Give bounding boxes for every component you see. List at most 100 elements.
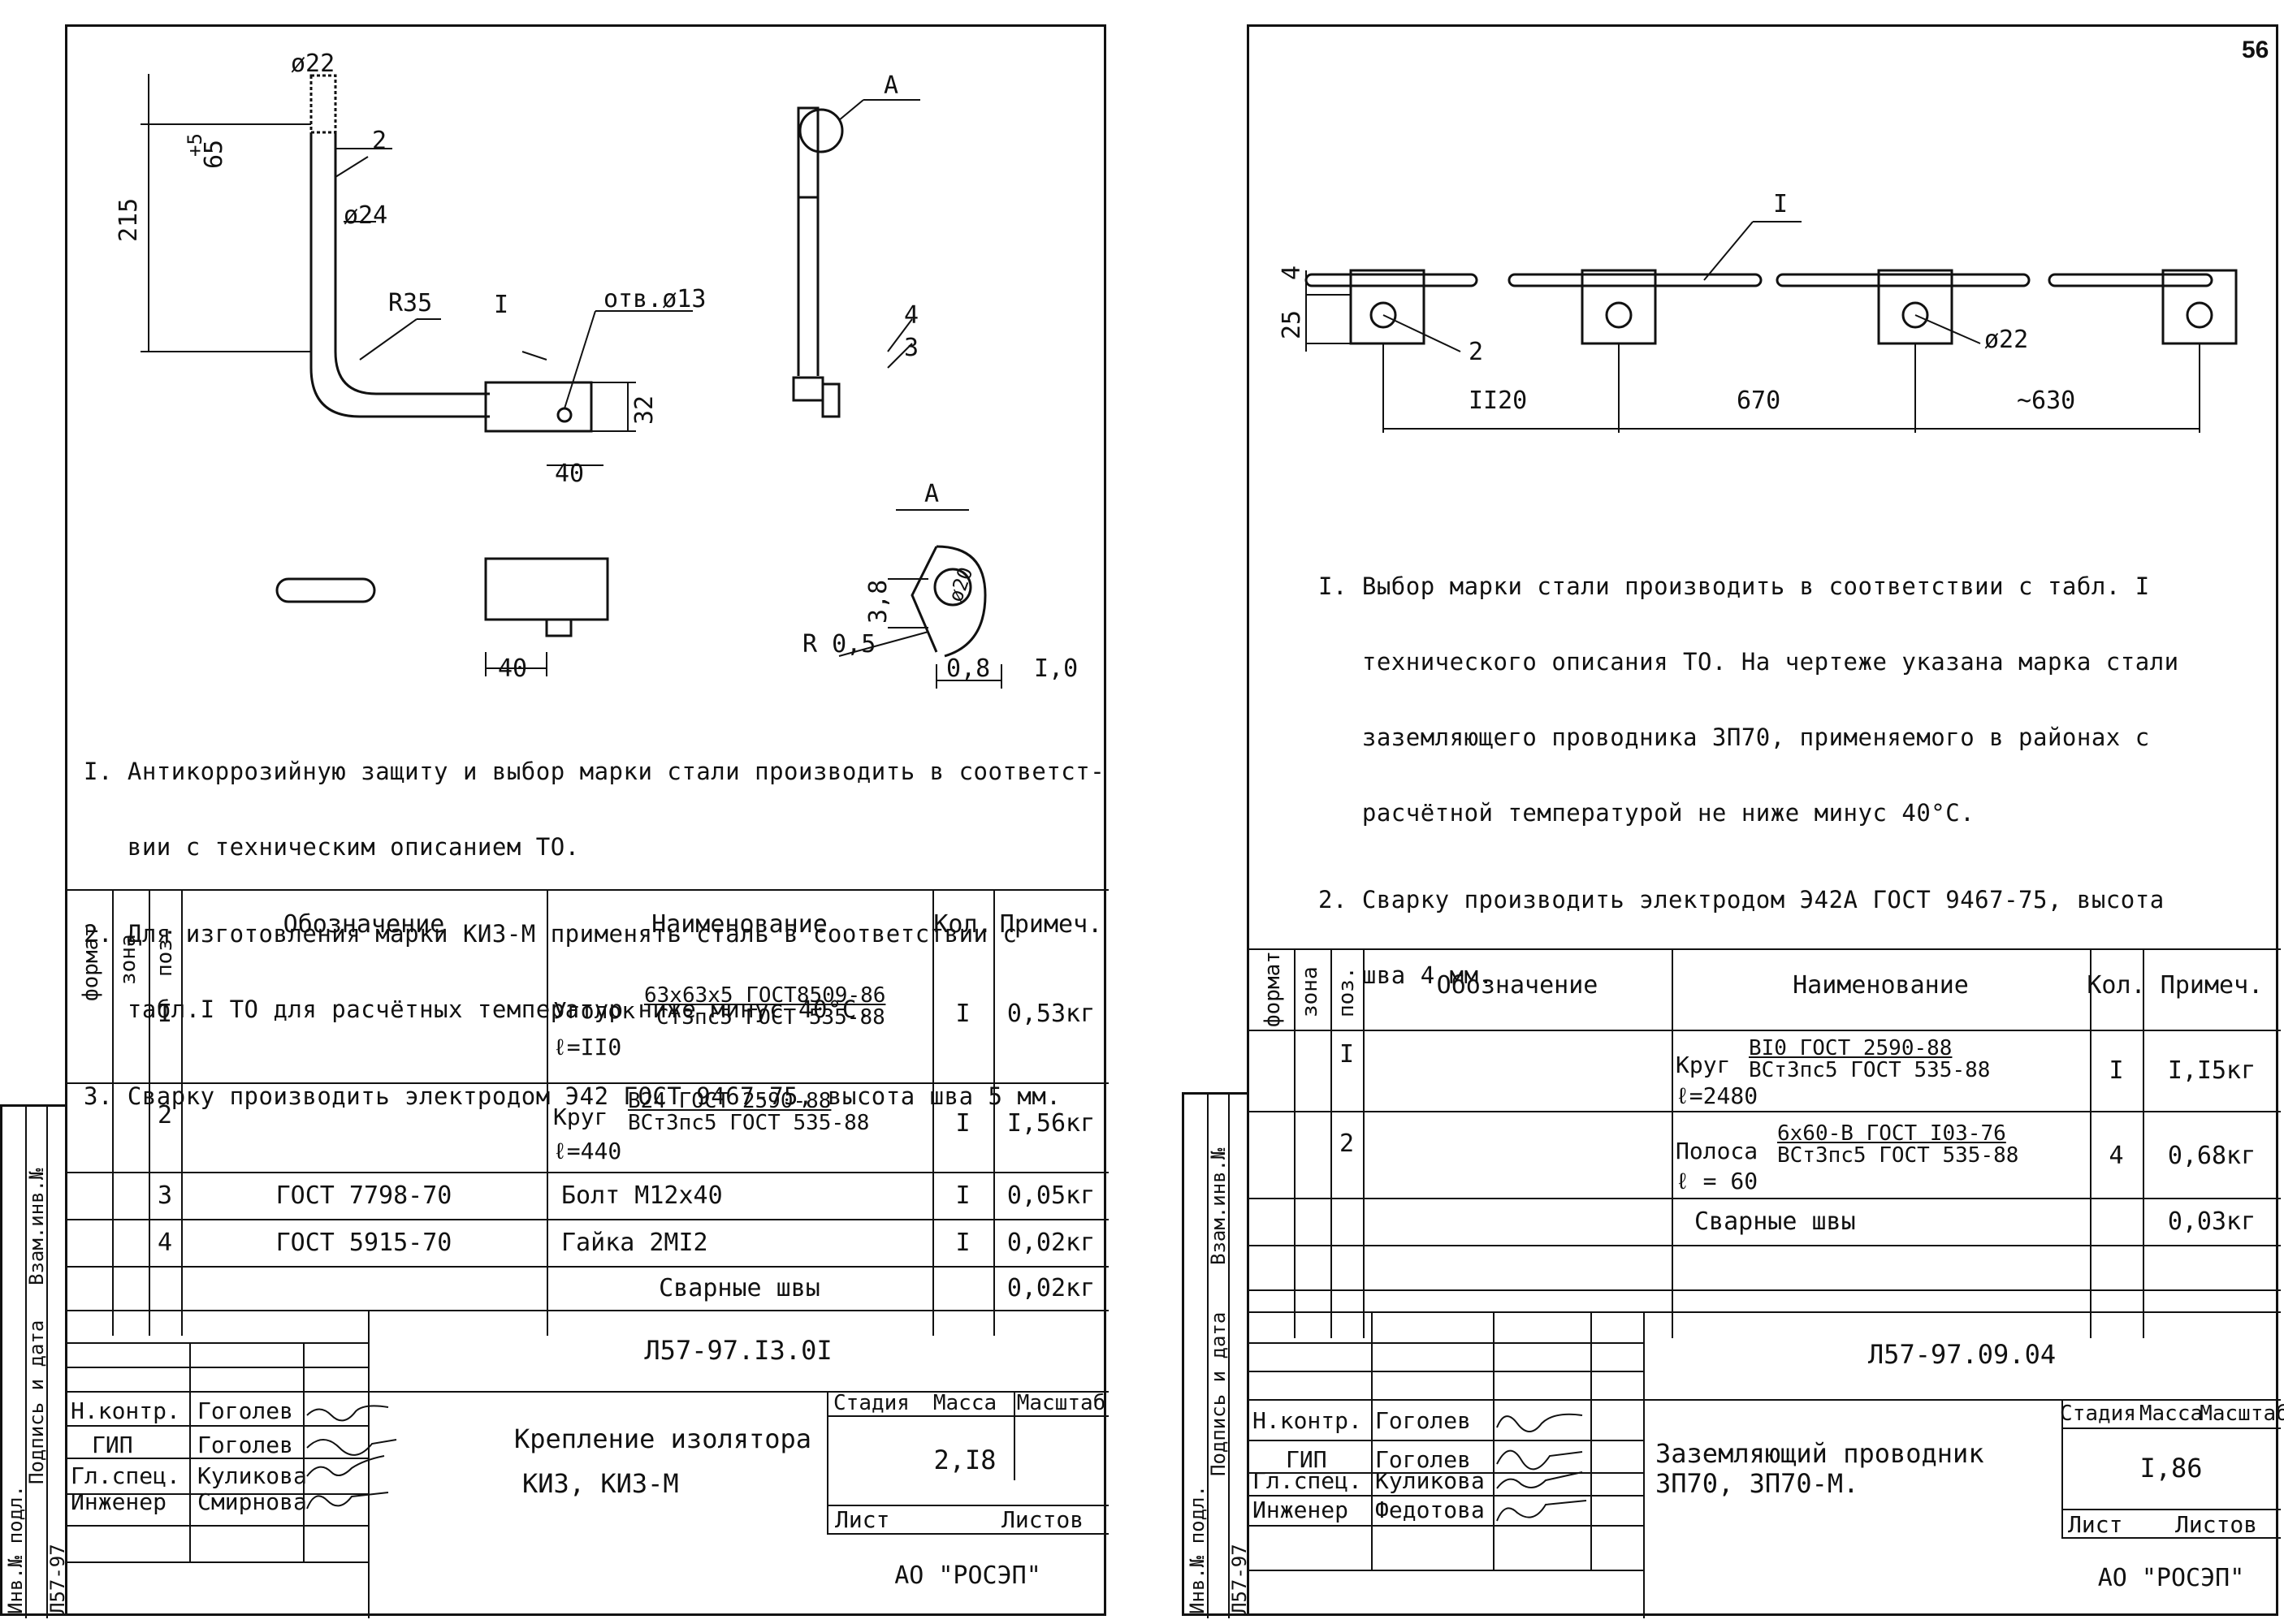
table-row-name-bottom: ВСт3пс5 ГОСТ 535-88	[1777, 1143, 2019, 1168]
mass-label: Масса	[2139, 1401, 2204, 1426]
table-row-pos: 2	[1339, 1129, 1355, 1158]
left-header-note: Примеч.	[999, 909, 1103, 939]
left-title-line1: Крепление изолятора	[514, 1423, 812, 1454]
table-row-qty: I	[955, 1108, 971, 1138]
sheet-label: Лист	[2068, 1511, 2123, 1538]
right-title-line2: ЗП70, ЗП70-М.	[1655, 1468, 1859, 1499]
right-note-line: заземляющего проводника ЗП70, применяемо…	[1318, 723, 2150, 751]
right-header-qty: Кол.	[2087, 970, 2146, 1000]
role-label: ГИП	[1286, 1446, 1327, 1473]
table-row-qty: I	[955, 1181, 971, 1210]
table-row-pos: 4	[157, 1228, 173, 1257]
right-header-zone: зона	[1298, 966, 1322, 1017]
table-row-qty: 4	[2109, 1141, 2124, 1170]
label-dim08: 0,8	[946, 654, 990, 683]
table-row-name-bottom: ВСт3пс5 ГОСТ 535-88	[628, 1111, 870, 1135]
right-drawing-sheet: 56 I	[1247, 24, 2284, 1618]
table-row-name-bottom: ВСт3пс5 ГОСТ 535-88	[1749, 1058, 1991, 1082]
table-row-name-prefix: Уголок	[553, 997, 636, 1024]
stage-label: Стадия	[833, 1391, 910, 1415]
label-dim670: 670	[1737, 387, 1780, 415]
role-label: ГИП	[92, 1432, 133, 1458]
label-dim5: +5	[184, 133, 206, 157]
role-label: Инженер	[71, 1488, 167, 1515]
mass-value: 2,I8	[933, 1445, 997, 1475]
table-row-name-extra: ℓ = 60	[1676, 1168, 1758, 1194]
label-dim40b: 40	[498, 654, 527, 683]
table-row-name-top: 63x63x5 ГОСТ8509-86	[644, 983, 886, 1008]
sheets-label: Листов	[2175, 1511, 2258, 1538]
table-row-pos: 2	[157, 1100, 173, 1129]
table-row-designation: ГОСТ 7798-70	[275, 1181, 452, 1210]
scale-label: Масштаб	[2200, 1401, 2284, 1426]
right-title-line1: Заземляющий проводник	[1655, 1438, 1984, 1469]
left-title-line2: КИЗ, КИЗ-М	[522, 1468, 679, 1499]
company-name: АО "РОСЭП"	[2097, 1563, 2245, 1592]
table-row-note: 0,68кг	[2167, 1141, 2256, 1170]
page-number: 56	[2242, 37, 2269, 63]
stamp-code: Л57-97	[46, 1544, 69, 1614]
mass-label: Масса	[932, 1391, 997, 1415]
company-name: АО "РОСЭП"	[894, 1561, 1041, 1590]
label-pos3: 3	[904, 334, 919, 362]
stamp-inv-podl: Инв.№ подл.	[1186, 1485, 1209, 1614]
table-row-note: 0,03кг	[2167, 1207, 2256, 1236]
left-part-drawing: ø22 2 ø24 215 65 +5 R35 I отв.ø13 32 40 …	[115, 50, 1078, 689]
table-row-name-bottom: Ст3пс5 ГОСТ 535-88	[656, 1005, 885, 1030]
table-row-note: 0,05кг	[1006, 1181, 1096, 1210]
stamp-podpis: Подпись и дата	[1207, 1311, 1230, 1476]
sheet-label: Лист	[835, 1506, 890, 1533]
label-r35: R35	[388, 289, 432, 317]
stamp-podpis: Подпись и дата	[25, 1320, 48, 1484]
table-row-qty: I	[955, 999, 971, 1028]
label-dim4: 4	[1278, 266, 1306, 280]
table-row-designation: ГОСТ 5915-70	[275, 1228, 452, 1257]
right-note-line: расчётной температурой не ниже минус 40°…	[1318, 799, 1975, 827]
right-note-line: шва 4 мм.	[1318, 961, 1494, 989]
table-row-name-extra: ℓ=II0	[553, 1034, 622, 1060]
table-row-pos: 3	[157, 1181, 173, 1210]
mass-value: I,86	[2139, 1453, 2203, 1484]
role-label: Н.контр.	[71, 1397, 180, 1424]
person-name: Гоголев	[1375, 1446, 1472, 1473]
right-header-note: Примеч.	[2160, 970, 2264, 1000]
person-name: Куликова	[197, 1462, 307, 1489]
label-dim25: 25	[1278, 310, 1306, 339]
left-note-line: табл.I ТО для расчётных температур ниже …	[84, 996, 872, 1023]
left-side-stamp: Инв.№ подл. Подпись и дата Взам.инв.№ Л5…	[0, 1104, 69, 1618]
right-header-name: Наименование	[1793, 970, 1969, 1000]
table-row-name-top: В24 ГОСТ 2590-88	[628, 1089, 832, 1113]
role-label: Гл.спец.	[1252, 1467, 1362, 1494]
right-header-pos: поз.	[1334, 966, 1359, 1017]
left-header-pos: поз.	[153, 926, 177, 977]
label-dim38: 3,8	[864, 580, 893, 624]
table-row-note: I,I5кг	[2167, 1056, 2256, 1085]
role-label: Н.контр.	[1252, 1407, 1362, 1434]
label-pos4: 4	[904, 301, 919, 330]
scale-label: Масштаб	[1016, 1391, 1106, 1415]
left-header-designation: Обозначение	[283, 909, 445, 939]
table-row-name: Сварные швы	[1694, 1207, 1856, 1236]
right-note-line: технического описания ТО. На чертеже ука…	[1318, 648, 2179, 676]
signature-marks	[1496, 1413, 1587, 1522]
right-side-stamp: Инв.№ подл. Подпись и дата Взам.инв.№ Л5…	[1182, 1092, 1251, 1618]
left-header-name: Наименование	[651, 909, 828, 939]
table-row-name-prefix: Круг	[553, 1104, 608, 1130]
right-header-format: формат	[1261, 951, 1285, 1027]
person-name: Смирнова	[197, 1488, 307, 1515]
label-hole: отв.ø13	[603, 285, 706, 313]
person-name: Куликова	[1375, 1467, 1485, 1494]
stamp-inv-podl: Инв.№ подл.	[4, 1485, 27, 1614]
label-d22: ø22	[1984, 326, 2028, 354]
right-header-designation: Обозначение	[1436, 970, 1598, 1000]
person-name: Гоголев	[197, 1432, 294, 1458]
table-row-name: Сварные швы	[659, 1273, 820, 1302]
label-pos1: I	[1773, 190, 1788, 218]
signature-marks	[306, 1405, 397, 1510]
label-dim1120: II20	[1469, 387, 1527, 415]
table-row-pos: I	[1339, 1039, 1355, 1069]
left-note-line: вии с техническим описанием ТО.	[84, 833, 580, 861]
left-notes: I. Антикоррозийную защиту и выбор марки …	[84, 709, 1105, 1160]
stamp-vzam: Взам.инв.№	[1207, 1147, 1230, 1266]
label-dim32: 32	[630, 395, 659, 425]
